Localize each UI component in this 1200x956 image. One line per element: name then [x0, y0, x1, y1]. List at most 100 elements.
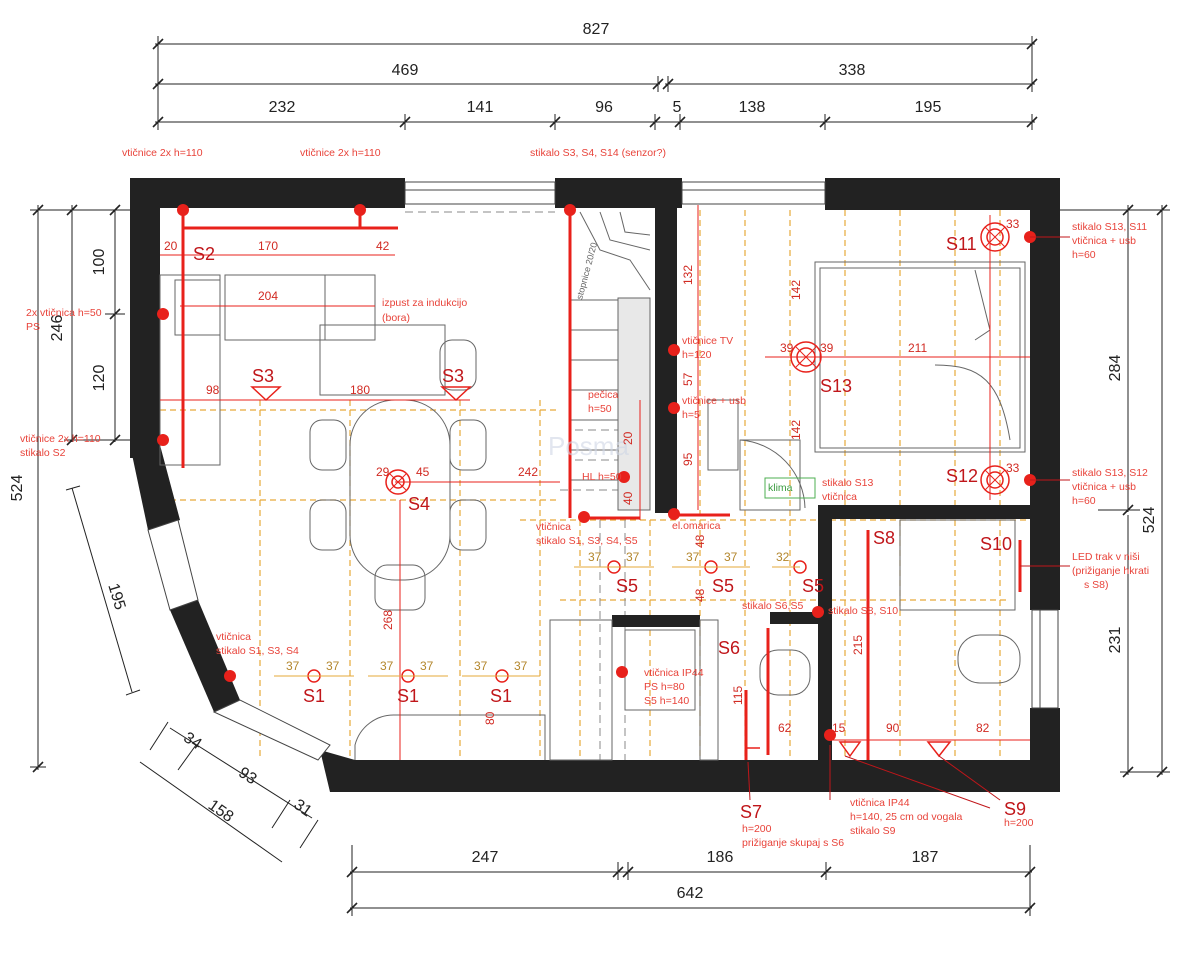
- note-usb-1: vtičnice + usb: [682, 395, 746, 407]
- dim-195: 195: [915, 99, 942, 116]
- switch-s4: S4: [408, 494, 430, 514]
- note-tv-1: vtičnice TV: [682, 335, 733, 347]
- dim-195-diag: 195: [104, 581, 128, 612]
- dim-96: 96: [595, 99, 613, 116]
- dim-187: 187: [912, 849, 939, 866]
- note-ip44b-3: stikalo S9: [850, 825, 896, 837]
- m-48a: 48: [693, 534, 707, 548]
- spot-measures: [274, 566, 800, 677]
- window-diag-2: [212, 699, 331, 761]
- dim-827: 827: [583, 21, 610, 38]
- note-s1-2: stikalo S1, S3, S4: [216, 645, 299, 657]
- note-led-1: LED trak v niši: [1072, 551, 1140, 563]
- note-ps-1: 2x vtičnica h=50: [26, 307, 102, 319]
- walls: [130, 178, 1060, 792]
- bottom-dimensions: [346, 845, 1036, 916]
- watermark: Posma: [548, 431, 629, 461]
- note-usb-2: h=5: [682, 409, 700, 421]
- switch-s13: S13: [820, 376, 852, 396]
- dim-120: 120: [91, 365, 108, 392]
- note-el-omarica: el.omarica: [672, 520, 721, 532]
- m-48b: 48: [693, 588, 707, 602]
- m-42: 42: [376, 239, 390, 253]
- m-33b: 33: [1006, 461, 1020, 475]
- m-268: 268: [381, 610, 395, 630]
- note-ip44-3: S5 h=140: [644, 695, 689, 707]
- note-s11-3: h=60: [1072, 249, 1096, 261]
- note-s2-1: vtičnice 2x h=110: [20, 433, 101, 445]
- m-180: 180: [350, 383, 370, 397]
- m-215: 215: [851, 635, 865, 655]
- dim-5: 5: [673, 99, 682, 116]
- dim-642: 642: [677, 885, 704, 902]
- red-wires: [181, 210, 1022, 760]
- mo-37-10: 37: [514, 659, 528, 673]
- m-242: 242: [518, 465, 538, 479]
- mo-37-3: 37: [686, 550, 700, 564]
- m-20v: 20: [621, 431, 635, 445]
- note-led-3: s S8): [1084, 579, 1109, 591]
- outlet-dots: [157, 204, 1036, 741]
- mo-37-2: 37: [626, 550, 640, 564]
- m-29: 29: [376, 465, 390, 479]
- note-s1s5-1: vtičnica: [536, 521, 571, 533]
- note-izpust-2: (bora): [382, 312, 410, 324]
- m-170: 170: [258, 239, 278, 253]
- switch-triangles: [250, 386, 952, 758]
- note-s6s5: stikalo S6,S5: [742, 600, 803, 612]
- mo-37-7: 37: [380, 659, 394, 673]
- note-s2-2: stikalo S2: [20, 447, 66, 459]
- m-95: 95: [681, 452, 695, 466]
- dim-100: 100: [91, 249, 108, 276]
- switch-s9: S9: [1004, 799, 1026, 819]
- left-dimensions: [30, 204, 135, 773]
- switch-s7: S7: [740, 802, 762, 822]
- note-stikalo-top: stikalo S3, S4, S14 (senzor?): [530, 147, 666, 159]
- note-s11-2: vtičnica + usb: [1072, 235, 1136, 247]
- dim-232: 232: [269, 99, 296, 116]
- note-s7-2: prižiganje skupaj s S6: [742, 837, 844, 849]
- red-thin: [160, 205, 1030, 760]
- window-diag-1: [147, 519, 199, 611]
- top-dimensions: [152, 36, 1038, 130]
- m-142b: 142: [789, 420, 803, 440]
- note-pecica-1: pečica: [588, 389, 619, 401]
- dim-284: 284: [1107, 355, 1124, 382]
- switch-s5-b: S5: [712, 576, 734, 596]
- dim-186: 186: [707, 849, 734, 866]
- dim-93: 93: [235, 764, 259, 788]
- switch-s5-c: S5: [802, 576, 824, 596]
- m-57: 57: [681, 372, 695, 386]
- dim-524-left: 524: [9, 475, 26, 502]
- dim-247: 247: [472, 849, 499, 866]
- note-s12-3: h=60: [1072, 495, 1096, 507]
- m-39b: 39: [820, 341, 834, 355]
- note-s1s5-2: stikalo S1, S3, S4, S5: [536, 535, 638, 547]
- switch-s8: S8: [873, 528, 895, 548]
- m-62: 62: [778, 721, 792, 735]
- m-82: 82: [976, 721, 990, 735]
- switch-s1-b: S1: [397, 686, 419, 706]
- m-211: 211: [908, 341, 927, 355]
- dim-31: 31: [290, 796, 314, 820]
- note-ip44b-1: vtičnica IP44: [850, 797, 910, 809]
- switch-s5-a: S5: [616, 576, 638, 596]
- windows: [404, 181, 1059, 709]
- m-20: 20: [164, 239, 178, 253]
- furniture: [159, 261, 1026, 761]
- dim-338: 338: [839, 62, 866, 79]
- switch-s11: S11: [946, 234, 977, 254]
- dim-158: 158: [205, 797, 237, 826]
- m-142a: 142: [789, 280, 803, 300]
- klima-label: klima: [768, 482, 793, 494]
- dim-231: 231: [1107, 627, 1124, 654]
- dim-138: 138: [739, 99, 766, 116]
- orange-guides: [160, 210, 1030, 760]
- mo-37-6: 37: [326, 659, 340, 673]
- note-s13v-2: vtičnica: [822, 491, 857, 503]
- note-ip44b-2: h=140, 25 cm od vogala: [850, 811, 963, 823]
- grey-guides: [405, 211, 1020, 760]
- dim-469: 469: [392, 62, 419, 79]
- stair-label: stopnice 20/20: [574, 241, 599, 300]
- klima-box: [764, 477, 816, 499]
